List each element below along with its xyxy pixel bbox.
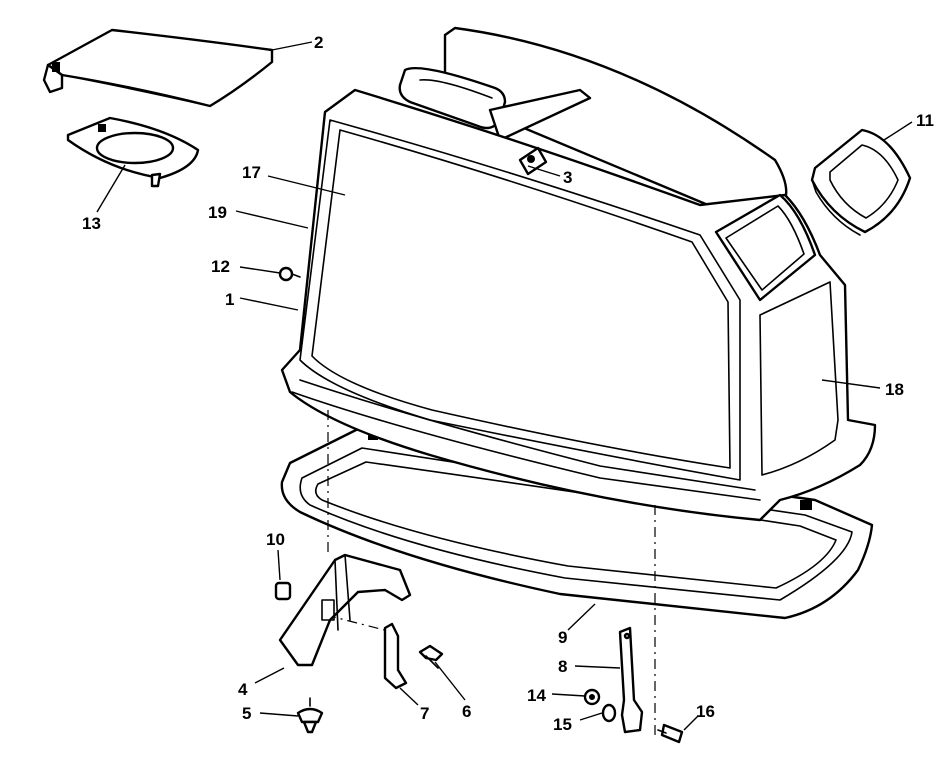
callout-18: 18 (885, 380, 904, 399)
engine-cover (280, 26, 877, 522)
bolt-6 (418, 644, 444, 669)
callout-11: 11 (916, 111, 934, 130)
window-grommet-11 (810, 128, 912, 236)
push-pin-5 (296, 697, 324, 734)
alignment-line-bracket (325, 614, 393, 633)
callout-7: 7 (420, 704, 429, 723)
callout-2: 2 (314, 33, 323, 52)
callout-19: 19 (208, 203, 227, 222)
callout-4: 4 (238, 680, 248, 699)
screw-16 (657, 723, 684, 744)
clip-7 (383, 622, 408, 690)
screw-3 (518, 146, 548, 176)
leader-lines (96, 41, 913, 731)
strap-8 (618, 626, 644, 734)
screw-12 (278, 266, 301, 282)
callout-9: 9 (558, 628, 567, 647)
callout-10: 10 (266, 530, 285, 549)
callout-3: 3 (563, 168, 572, 187)
callout-15: 15 (553, 715, 572, 734)
callout-14: 14 (527, 686, 546, 705)
nut-14 (583, 688, 601, 706)
callout-6: 6 (462, 702, 471, 721)
callout-16: 16 (696, 702, 715, 721)
callout-12: 12 (211, 257, 230, 276)
callout-17: 17 (242, 163, 261, 182)
bracket-4 (278, 553, 412, 667)
clip-10 (274, 581, 292, 601)
gasket-plate-13 (66, 116, 200, 188)
callout-5: 5 (242, 704, 251, 723)
callout-8: 8 (558, 657, 567, 676)
cover-plate-2 (42, 28, 274, 108)
callout-1: 1 (225, 290, 234, 309)
callout-13: 13 (82, 214, 101, 233)
washer-15 (601, 703, 617, 723)
